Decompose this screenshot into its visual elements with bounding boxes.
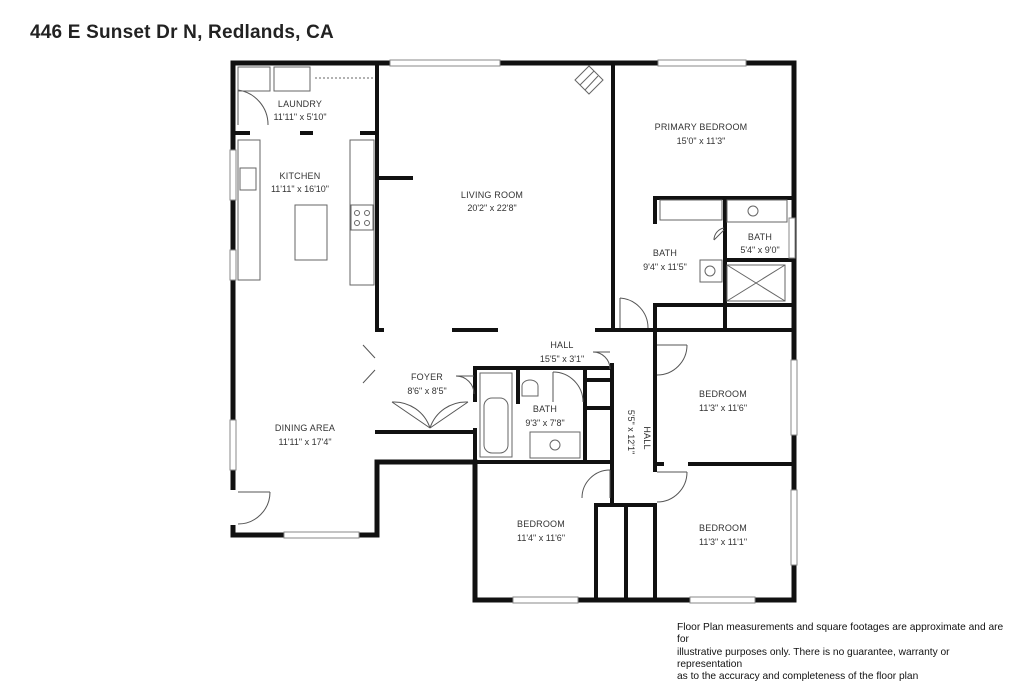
interior-walls: [231, 61, 796, 602]
room-labels: LAUNDRY 11'11" x 5'10" KITCHEN 11'11" x …: [271, 99, 780, 547]
room-name-primary-bath: BATH: [653, 248, 677, 258]
room-dims-hall-main: 15'5" x 3'1": [540, 354, 584, 364]
room-name-foyer: FOYER: [411, 372, 443, 382]
room-name-living-room: LIVING ROOM: [461, 190, 523, 200]
room-name-dining-area: DINING AREA: [275, 423, 335, 433]
disclaimer-line-3: as to the accuracy and completeness of t…: [677, 671, 919, 683]
room-dims-dining-area: 11'11" x 17'4": [278, 437, 331, 447]
room-name-hall-vertical: HALL: [642, 426, 652, 449]
room-dims-bedroom-east-upper: 11'3" x 11'6": [699, 403, 747, 413]
room-name-primary-bedroom: PRIMARY BEDROOM: [655, 122, 748, 132]
room-name-bedroom-west: BEDROOM: [517, 519, 565, 529]
room-dims-primary-bedroom: 15'0" x 11'3": [677, 136, 726, 146]
room-dims-primary-bath: 9'4" x 11'5": [643, 262, 687, 272]
room-dims-laundry: 11'11" x 5'10": [273, 112, 326, 122]
disclaimer-line-1: Floor Plan measurements and square foota…: [677, 622, 1004, 646]
room-dims-hall-bath: 9'3" x 7'8": [525, 418, 564, 428]
room-dims-hall-vertical: 5'5" x 12'1": [626, 410, 636, 454]
room-name-small-bath: BATH: [748, 232, 772, 242]
room-name-kitchen: KITCHEN: [280, 171, 321, 181]
room-name-hall-bath: BATH: [533, 404, 557, 414]
disclaimer-line-2: illustrative purposes only. There is no …: [677, 646, 950, 670]
windows: [229, 59, 798, 604]
room-name-hall-main: HALL: [550, 340, 573, 350]
room-name-bedroom-east-lower: BEDROOM: [699, 523, 747, 533]
room-name-laundry: LAUNDRY: [278, 99, 322, 109]
floor-plan-disclaimer: Floor Plan measurements and square foota…: [677, 622, 1012, 683]
fixtures: [237, 65, 788, 459]
room-dims-kitchen: 11'11" x 16'10": [271, 184, 329, 194]
room-name-bedroom-east-upper: BEDROOM: [699, 389, 747, 399]
openings: [230, 130, 688, 525]
room-dims-bedroom-west: 11'4" x 11'6": [517, 533, 565, 543]
room-dims-bedroom-east-lower: 11'3" x 11'1": [699, 537, 747, 547]
listing-address-title: 446 E Sunset Dr N, Redlands, CA: [30, 22, 334, 43]
room-dims-foyer: 8'6" x 8'5": [407, 386, 446, 396]
doors: [237, 89, 725, 525]
room-dims-living-room: 20'2" x 22'8": [467, 203, 516, 213]
room-dims-small-bath: 5'4" x 9'0": [740, 245, 779, 255]
